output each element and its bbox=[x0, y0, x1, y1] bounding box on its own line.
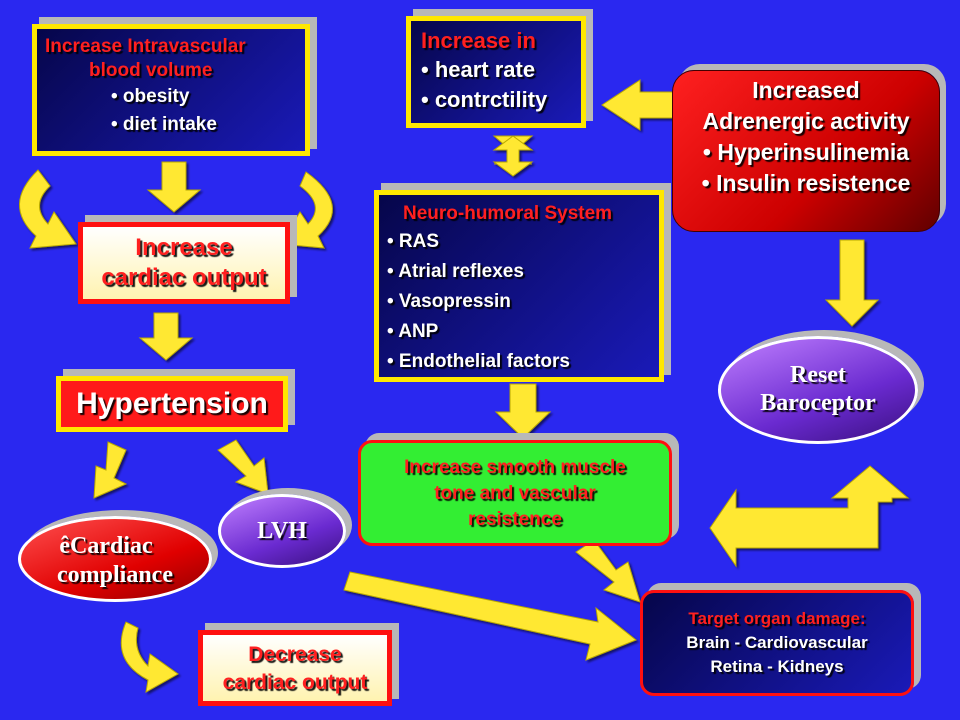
compliance-arrow-glyph: ê bbox=[59, 533, 70, 559]
smooth-muscle-line-3: resistence bbox=[467, 509, 562, 530]
decrease-line-2: cardiac output bbox=[222, 671, 368, 694]
curved-arrow-right bbox=[279, 171, 333, 249]
neuro-item-endothelial: • Endothelial factors bbox=[387, 351, 570, 372]
arrow-volume-to-output bbox=[146, 161, 202, 213]
neuro-item-vasopressin: • Vasopressin bbox=[387, 291, 511, 312]
arrow-smooth-to-target bbox=[575, 539, 641, 603]
arrow-hypertension-to-lvh bbox=[217, 439, 269, 495]
box-intravascular-volume: Increase Intravascular blood volume • ob… bbox=[32, 24, 310, 156]
arrow-lvh-to-target bbox=[343, 571, 637, 661]
compliance-line-1: êCardiac bbox=[21, 531, 209, 561]
compliance-line-1-text: Cardiac bbox=[70, 533, 153, 559]
neuro-item-anp: • ANP bbox=[387, 321, 439, 342]
target-line-1: Brain - Cardiovascular bbox=[686, 633, 868, 652]
box-adrenergic-activity: Increased Adrenergic activity • Hyperins… bbox=[672, 70, 940, 232]
curved-arrow-compliance-to-decrease bbox=[120, 621, 179, 693]
adrenergic-line-4: • Insulin resistence bbox=[701, 170, 911, 196]
intravascular-title-1: Increase Intravascular bbox=[45, 36, 246, 57]
arrow-neuro-to-smooth bbox=[494, 383, 552, 439]
lvh-label: LVH bbox=[257, 518, 307, 544]
baroceptor-line-2: Baroceptor bbox=[760, 390, 876, 416]
cardiac-output-line-1: Increase bbox=[135, 234, 233, 261]
arrow-adrenergic-to-heart bbox=[601, 79, 675, 131]
baroceptor-line-1: Reset bbox=[790, 362, 846, 388]
smooth-muscle-line-1: Increase smooth muscle bbox=[404, 457, 626, 478]
arrow-hypertension-to-compliance bbox=[93, 441, 128, 499]
box-target-organ-damage: Target organ damage: Brain - Cardiovascu… bbox=[640, 590, 914, 696]
adrenergic-line-1: Increased bbox=[752, 77, 860, 103]
box-smooth-muscle-tone: Increase smooth muscle tone and vascular… bbox=[358, 440, 672, 546]
curved-arrow-left bbox=[19, 169, 77, 249]
adrenergic-line-2: Adrenergic activity bbox=[702, 108, 910, 134]
double-arrow-heart-neuro-top bbox=[492, 135, 534, 177]
oval-reset-baroceptor: Reset Baroceptor bbox=[718, 336, 918, 444]
cardiac-output-line-2: cardiac output bbox=[101, 264, 267, 291]
box-heart-rate-contractility: Increase in • heart rate • contrctility bbox=[406, 16, 586, 128]
neuro-title: Neuro-humoral System bbox=[403, 203, 613, 224]
box-hypertension: Hypertension bbox=[56, 376, 288, 432]
neuro-item-atrial: • Atrial reflexes bbox=[387, 261, 524, 282]
compliance-line-2: compliance bbox=[57, 562, 173, 588]
oval-cardiac-compliance: êCardiac compliance bbox=[18, 516, 212, 602]
oval-lvh: LVH bbox=[218, 494, 346, 568]
arrow-baroceptor-loop bbox=[709, 465, 910, 568]
hypertension-label: Hypertension bbox=[76, 387, 268, 420]
adrenergic-line-3: • Hyperinsulinemia bbox=[702, 139, 910, 165]
intravascular-item-diet: • diet intake bbox=[111, 114, 217, 135]
intravascular-title-2: blood volume bbox=[89, 60, 213, 81]
neuro-item-ras: • RAS bbox=[387, 231, 440, 252]
heart-item-contractility: • contrctility bbox=[421, 87, 548, 112]
smooth-muscle-line-2: tone and vascular bbox=[434, 483, 596, 504]
box-decrease-cardiac-output: Decrease cardiac output bbox=[198, 630, 392, 706]
arrow-output-to-hypertension bbox=[138, 312, 194, 361]
intravascular-item-obesity: • obesity bbox=[111, 86, 190, 107]
target-line-2: Retina - Kidneys bbox=[710, 657, 844, 676]
heart-item-rate: • heart rate bbox=[421, 57, 536, 82]
box-neuro-humoral-system: Neuro-humoral System • RAS • Atrial refl… bbox=[374, 190, 664, 382]
decrease-line-1: Decrease bbox=[248, 643, 342, 666]
box-increase-cardiac-output: Increase cardiac output bbox=[78, 222, 290, 304]
heart-title: Increase in bbox=[421, 28, 536, 53]
arrow-adrenergic-to-baroceptor bbox=[824, 239, 880, 327]
target-title: Target organ damage: bbox=[688, 609, 866, 628]
